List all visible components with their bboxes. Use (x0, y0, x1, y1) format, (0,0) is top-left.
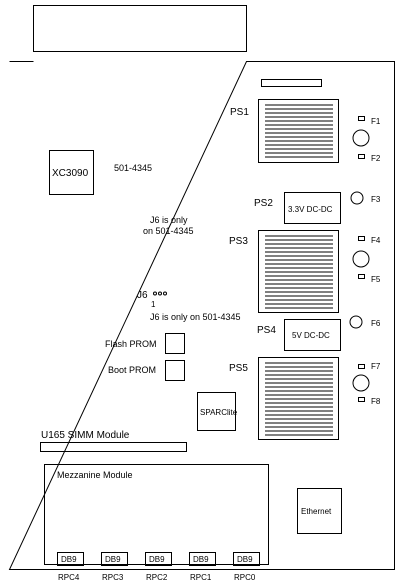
f5-label: F5 (371, 275, 381, 284)
sparclite-label: SPARClite (200, 408, 238, 417)
j6-note-line1: J6 is only (150, 215, 188, 225)
j6-pin-one: 1 (151, 300, 156, 309)
mezzanine-module (44, 464, 269, 565)
f2-label: F2 (371, 154, 381, 163)
dc33-converter (284, 192, 341, 224)
db9-label-rpc4: DB9 (61, 555, 77, 564)
db9-label-rpc1: DB9 (193, 555, 209, 564)
f5-fuse (358, 274, 365, 279)
db9-connector-rpc0[interactable] (233, 552, 260, 566)
dc5-label: 5V DC-DC (292, 331, 330, 340)
boot-prom-label: Boot PROM (108, 365, 156, 375)
f3-label: F3 (371, 195, 381, 204)
f8-fuse (358, 397, 365, 402)
j6-label: J6 (137, 290, 148, 301)
db9-connector-rpc3[interactable] (101, 552, 128, 566)
ps5-module (258, 357, 339, 440)
f4-label: F4 (371, 236, 381, 245)
db9-connector-rpc4[interactable] (57, 552, 84, 566)
f7-f8-capacitor (352, 374, 370, 392)
dc5-converter (284, 319, 341, 351)
db9-label-rpc0: DB9 (237, 555, 253, 564)
xc3090-label: XC3090 (52, 168, 89, 179)
f1-label: F1 (371, 117, 381, 126)
f6-fuse (349, 315, 363, 329)
db9-connector-rpc1[interactable] (189, 552, 216, 566)
boot-prom-socket[interactable] (165, 360, 185, 381)
f4-f5-capacitor (352, 250, 370, 268)
xc3090-chip (49, 150, 94, 195)
port-label-rpc4: RPC4 (58, 573, 80, 582)
board-outline (8, 61, 395, 570)
ps-fins (265, 104, 333, 436)
sparclite-chip (197, 392, 236, 431)
f7-fuse (358, 364, 365, 369)
ps4-label: PS4 (257, 325, 276, 336)
port-label-rpc1: RPC1 (190, 573, 212, 582)
db9-connector-rpc2[interactable] (145, 552, 172, 566)
f4-fuse (358, 236, 365, 241)
j6-note-single: J6 is only on 501-4345 (150, 312, 241, 322)
f6-label: F6 (371, 319, 381, 328)
ps1-module (258, 99, 339, 163)
ethernet-label: Ethernet (301, 507, 332, 516)
f2-fuse (358, 154, 365, 159)
j6-pin (163, 291, 167, 296)
ps2-label: PS2 (254, 198, 273, 209)
ethernet-chip (297, 488, 342, 534)
port-label-rpc0: RPC0 (234, 573, 256, 582)
j6-pin (153, 291, 157, 296)
simm-label: U165 SIMM Module (41, 430, 130, 441)
header-block (261, 79, 322, 87)
part-number-label: 501-4345 (114, 163, 152, 173)
db9-label-rpc2: DB9 (149, 555, 165, 564)
mezzanine-label: Mezzanine Module (57, 470, 133, 480)
flash-prom-socket[interactable] (165, 333, 185, 354)
db9-label-rpc3: DB9 (105, 555, 121, 564)
dc33-label: 3.3V DC-DC (288, 205, 333, 214)
ps3-module (258, 230, 339, 313)
ps5-label: PS5 (229, 363, 248, 374)
f3-fuse (350, 191, 364, 205)
edge-connector (33, 5, 247, 52)
flash-prom-label: Flash PROM (105, 339, 157, 349)
ps1-label: PS1 (230, 107, 249, 118)
port-label-rpc2: RPC2 (146, 573, 168, 582)
f8-label: F8 (371, 397, 381, 406)
port-label-rpc3: RPC3 (102, 573, 124, 582)
j6-pin (158, 291, 162, 296)
f1-f2-capacitor (352, 129, 370, 147)
j6-note-line2: on 501-4345 (143, 226, 194, 236)
f1-fuse (358, 116, 365, 121)
ps3-label: PS3 (229, 236, 248, 247)
f7-label: F7 (371, 362, 381, 371)
simm-slot (40, 442, 187, 452)
